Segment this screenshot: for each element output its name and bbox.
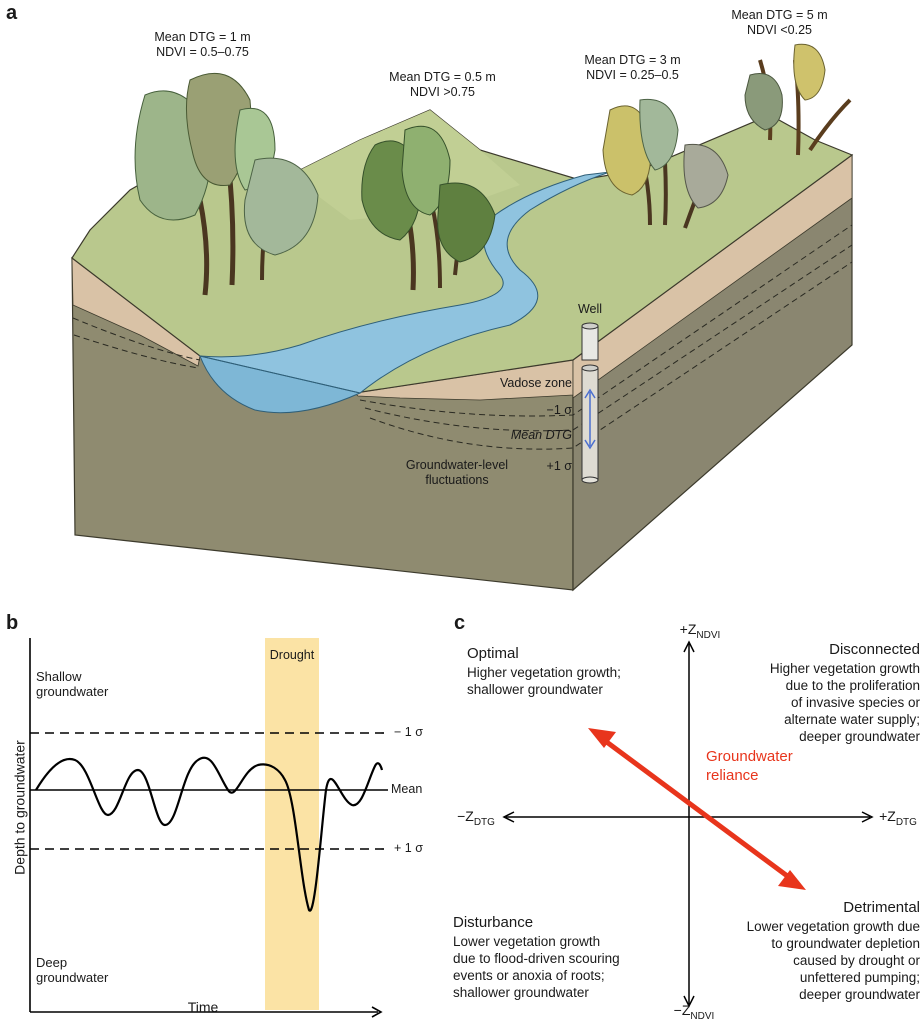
disturbance-line-3: events or anoxia of roots; bbox=[453, 968, 605, 983]
axis-bottom-sign: −Z bbox=[673, 1002, 691, 1018]
disconnected-line-2: due to the proliferation bbox=[785, 678, 920, 693]
shallow-label-line-1: Shallow bbox=[36, 669, 82, 684]
tree-group-4-ndvi: NDVI <0.25 bbox=[747, 23, 812, 37]
axis-left-subscript: DTG bbox=[473, 816, 495, 828]
groundwater-dash-2 bbox=[73, 334, 199, 369]
axis-bottom-label: −ZNDVI bbox=[664, 1003, 724, 1024]
tree-group-3-ndvi: NDVI = 0.25–0.5 bbox=[586, 68, 679, 82]
tree-group-1-dtg: Mean DTG = 1 m bbox=[154, 30, 251, 44]
groundwater-dash-4 bbox=[364, 244, 853, 432]
tree-group-2-label: Mean DTG = 0.5 m NDVI >0.75 bbox=[380, 70, 505, 100]
groundwater-dash-5 bbox=[369, 261, 853, 450]
reliance-label-line-2: reliance bbox=[706, 767, 759, 784]
axis-bottom-subscript: NDVI bbox=[690, 1010, 715, 1022]
disturbance-line-4: shallower groundwater bbox=[453, 985, 589, 1000]
axis-left-label: −ZDTG bbox=[448, 809, 504, 830]
landscape-block-diagram bbox=[71, 43, 854, 592]
reliance-arrow-shaft bbox=[602, 737, 792, 881]
plus-sigma-label-a: +1 σ bbox=[546, 459, 572, 473]
river bbox=[198, 171, 611, 398]
drought-label: Drought bbox=[269, 648, 315, 662]
tree-group-2-dtg: Mean DTG = 0.5 m bbox=[389, 70, 496, 84]
trees-dtg-3m bbox=[602, 98, 729, 229]
groundwater-curve bbox=[35, 756, 384, 912]
disconnected-description: Higher vegetation growth due to the prol… bbox=[700, 660, 920, 745]
trees-dtg-1m bbox=[134, 72, 319, 296]
y-axis-label: Depth to groundwater bbox=[11, 740, 28, 875]
optimal-line-2: shallower groundwater bbox=[467, 682, 603, 697]
disturbance-line-1: Lower vegetation growth bbox=[453, 934, 601, 949]
minus-sigma-label-b: − 1 σ bbox=[394, 725, 423, 739]
fluctuations-label-line-2: fluctuations bbox=[425, 473, 489, 487]
detrimental-description: Lower vegetation growth due to groundwat… bbox=[690, 918, 920, 1003]
panel-letter-b: b bbox=[6, 612, 19, 634]
x-axis-arrow bbox=[371, 1006, 383, 1018]
axis-right-sign: +Z bbox=[879, 808, 896, 824]
tree-group-4-dtg: Mean DTG = 5 m bbox=[731, 8, 828, 22]
axis-right-label: +ZDTG bbox=[872, 809, 924, 830]
left-arrow-icon bbox=[502, 811, 515, 823]
trees-dtg-5m bbox=[744, 43, 852, 156]
disconnected-line-5: deeper groundwater bbox=[799, 729, 920, 744]
shallow-label: Shallow groundwater bbox=[36, 669, 156, 699]
detrimental-line-3: caused by drought or bbox=[793, 953, 920, 968]
detrimental-line-1: Lower vegetation growth due bbox=[746, 919, 920, 934]
minus-sigma-label-a: −1 σ bbox=[546, 403, 572, 417]
axis-top-subscript: NDVI bbox=[696, 629, 721, 641]
disturbance-description: Lower vegetation growth due to flood-dri… bbox=[453, 933, 620, 1001]
shallow-label-line-2: groundwater bbox=[36, 684, 109, 699]
plus-sigma-label-b: + 1 σ bbox=[394, 841, 423, 855]
down-arrow-icon bbox=[683, 995, 695, 1008]
optimal-title: Optimal bbox=[467, 645, 519, 662]
disconnected-title: Disconnected bbox=[829, 641, 920, 658]
optimal-description: Higher vegetation growth; shallower grou… bbox=[467, 664, 621, 698]
groundwater-timeseries bbox=[29, 638, 388, 1018]
deep-label-line-2: groundwater bbox=[36, 970, 109, 985]
reliance-quadrant-diagram bbox=[502, 640, 874, 1008]
tree-group-1-ndvi: NDVI = 0.5–0.75 bbox=[156, 45, 249, 59]
well bbox=[581, 322, 599, 484]
mean-dtg-label: Mean DTG bbox=[510, 428, 572, 442]
detrimental-line-4: unfettered pumping; bbox=[799, 970, 920, 985]
tree-group-3-label: Mean DTG = 3 m NDVI = 0.25–0.5 bbox=[575, 53, 690, 83]
tree-group-2-ndvi: NDVI >0.75 bbox=[410, 85, 475, 99]
disturbance-title: Disturbance bbox=[453, 914, 534, 931]
reliance-label-line-1: Groundwater bbox=[706, 748, 793, 765]
vadose-zone-label: Vadose zone bbox=[499, 376, 572, 390]
axis-top-label: +ZNDVI bbox=[670, 622, 730, 643]
optimal-line-1: Higher vegetation growth; bbox=[467, 665, 621, 680]
well-label: Well bbox=[577, 302, 603, 316]
panel-letter-c: c bbox=[454, 612, 466, 634]
fluctuations-label-line-1: Groundwater-level bbox=[405, 458, 509, 472]
up-arrow-icon bbox=[683, 640, 695, 653]
detrimental-line-2: to groundwater depletion bbox=[771, 936, 920, 951]
groundwater-dash-1 bbox=[72, 317, 201, 361]
disconnected-line-4: alternate water supply; bbox=[784, 712, 920, 727]
deep-label: Deep groundwater bbox=[36, 955, 156, 985]
reliance-arrow-head-top bbox=[588, 728, 616, 748]
river-cross-section bbox=[199, 355, 362, 414]
fluctuations-label: Groundwater-level fluctuations bbox=[392, 458, 522, 488]
disconnected-line-3: of invasive species or bbox=[790, 695, 920, 710]
x-axis-label: Time bbox=[187, 999, 219, 1015]
tree-group-1-label: Mean DTG = 1 m NDVI = 0.5–0.75 bbox=[145, 30, 260, 60]
detrimental-line-5: deeper groundwater bbox=[799, 987, 920, 1002]
right-arrow-icon bbox=[861, 811, 874, 823]
tree-group-3-dtg: Mean DTG = 3 m bbox=[584, 53, 681, 67]
disturbance-line-2: due to flood-driven scouring bbox=[453, 951, 620, 966]
deep-label-line-1: Deep bbox=[36, 955, 68, 970]
axis-top-sign: +Z bbox=[679, 621, 697, 637]
mean-label: Mean bbox=[391, 782, 423, 796]
disconnected-line-1: Higher vegetation growth bbox=[769, 661, 920, 676]
axis-left-sign: −Z bbox=[457, 808, 474, 824]
axis-right-subscript: DTG bbox=[895, 816, 917, 828]
detrimental-title: Detrimental bbox=[843, 899, 920, 916]
groundwater-dash-3 bbox=[359, 224, 853, 417]
trees-dtg-0-5m bbox=[361, 125, 496, 291]
tree-group-4-label: Mean DTG = 5 m NDVI <0.25 bbox=[722, 8, 837, 38]
reliance-label: Groundwater reliance bbox=[706, 747, 826, 785]
drought-band bbox=[265, 638, 319, 1010]
panel-letter-a: a bbox=[6, 2, 18, 24]
reliance-arrow-head-bottom bbox=[778, 870, 806, 890]
